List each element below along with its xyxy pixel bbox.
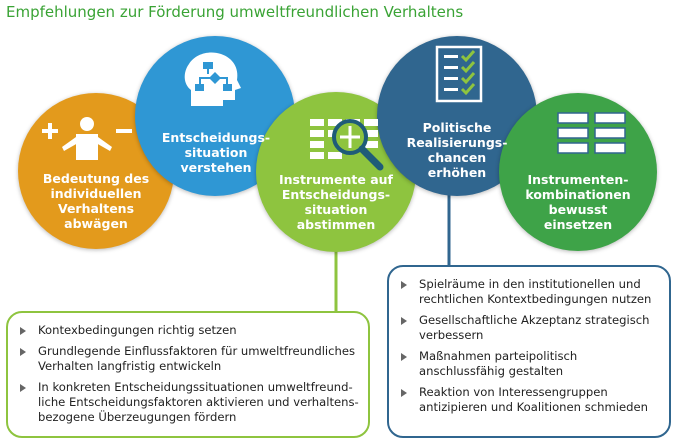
checklist-icon <box>435 45 483 103</box>
right-recommendation-box: Spielräume in den institutionellen und r… <box>387 265 671 438</box>
label-decision-situation: Entscheidungs- situation verstehen <box>161 130 271 175</box>
bullet-triangle-icon <box>401 353 407 361</box>
bullet-triangle-icon <box>20 348 26 356</box>
left-recommendation-list: Kontexbedingungen richtig setzen Grundle… <box>14 323 360 425</box>
bullet-triangle-icon <box>401 317 407 325</box>
person-weighing-plus-minus-icon <box>42 117 132 160</box>
list-item: Spielräume in den institutionellen und r… <box>395 277 661 307</box>
magnifier-grid-icon <box>310 119 384 171</box>
label-combinations: Instrumenten- kombinationen bewusst eins… <box>525 172 631 232</box>
head-flowchart-icon <box>184 52 241 106</box>
bullet-triangle-icon <box>401 281 407 289</box>
list-item: Reaktion von Interessengruppen antizipie… <box>395 385 661 415</box>
bullet-triangle-icon <box>20 384 26 392</box>
list-item: In konkreten Entscheidungssituationen um… <box>14 380 360 425</box>
list-item: Gesellschaftliche Akzeptanz strategisch … <box>395 313 661 343</box>
list-item: Maßnahmen parteipolitisch anschlussfähig… <box>395 349 661 379</box>
left-recommendation-box: Kontexbedingungen richtig setzen Grundle… <box>6 311 370 438</box>
diagram-title: Empfehlungen zur Förderung umweltfreundl… <box>6 3 464 21</box>
right-recommendation-list: Spielräume in den institutionellen und r… <box>395 277 661 415</box>
bullet-triangle-icon <box>20 327 26 335</box>
label-behavior: Bedeutung des individuellen Verhaltens a… <box>42 171 150 231</box>
label-instruments: Instrumente auf Entscheidungs- situation… <box>278 172 393 232</box>
label-political: Politische Realisierungs- chancen erhöhe… <box>406 120 508 180</box>
list-item: Kontexbedingungen richtig setzen <box>14 323 360 338</box>
grid-combination-icon <box>557 112 626 154</box>
list-item: Grundlegende Einflussfaktoren für umwelt… <box>14 344 360 374</box>
bullet-triangle-icon <box>401 389 407 397</box>
